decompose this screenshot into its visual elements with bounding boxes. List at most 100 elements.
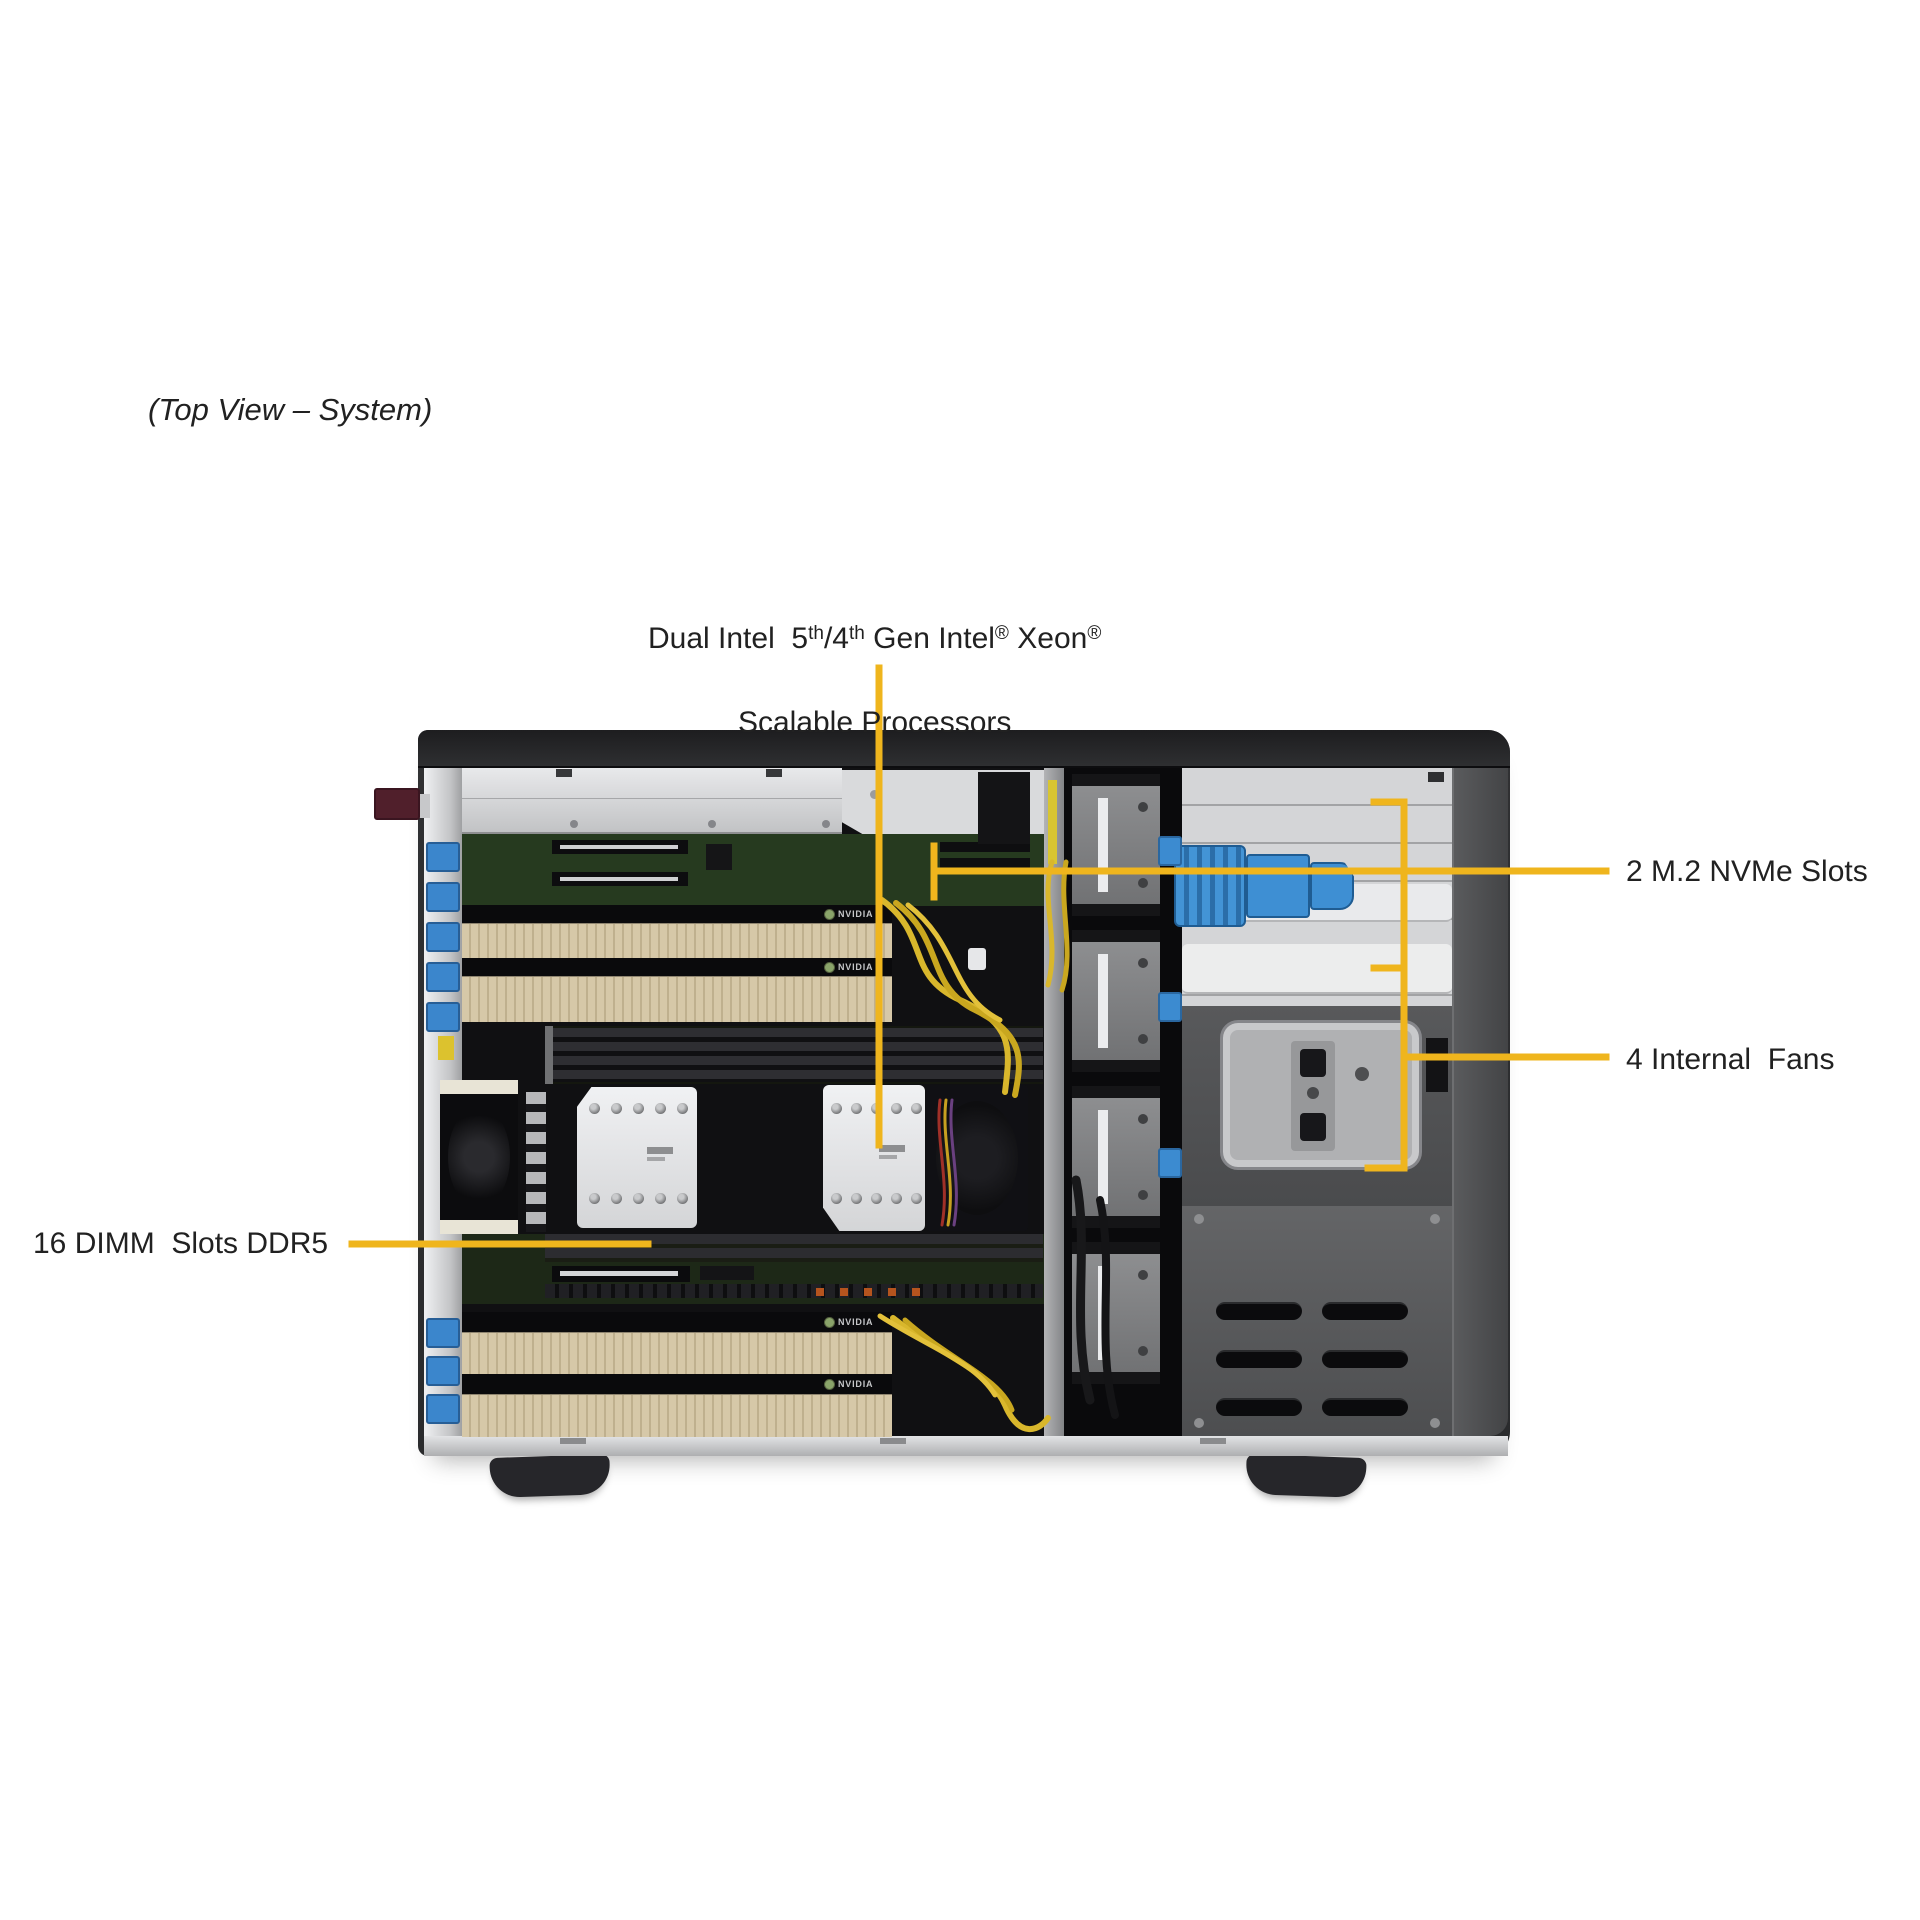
gpu-card-heatsink [462, 923, 892, 959]
nvidia-wordmark: NVIDIA [838, 1317, 874, 1327]
riser-pcb [462, 834, 1044, 906]
power-connectors [816, 1288, 936, 1296]
heatsink-screws [831, 1193, 922, 1204]
chassis-right-wall [1452, 768, 1508, 1436]
backplane-tab [1158, 1148, 1182, 1178]
edge-connector-row [545, 1284, 1043, 1298]
vent-slot [1322, 1302, 1408, 1320]
fan-rotor [448, 1106, 510, 1208]
dimm-bank-bottom [545, 1234, 1043, 1262]
drive-cage-rail [1044, 768, 1064, 1436]
shroud-screw [870, 790, 879, 799]
panel-screw [708, 820, 716, 828]
rim-tab [880, 1438, 906, 1444]
label-processors: Dual Intel 5th/4th Gen Intel® Xeon® Scal… [548, 576, 1168, 786]
cpu-heatsink-left [577, 1087, 697, 1228]
gpu-card-edge [462, 905, 892, 923]
nvidia-eye-icon [824, 1316, 835, 1328]
panel-screw [822, 820, 830, 828]
dimm-clips [545, 1026, 553, 1084]
rail-sticker [1048, 780, 1057, 864]
heatsink-screws [589, 1103, 688, 1114]
drive-tray [1072, 1242, 1160, 1384]
label-processors-line2: Scalable Processors [737, 706, 1012, 739]
rim-tab [1200, 1438, 1226, 1444]
sled-clip [1428, 772, 1444, 782]
heatsink-label [879, 1155, 897, 1159]
bracket-screw [1307, 1087, 1319, 1099]
backplane-tab [1158, 836, 1182, 866]
usb-header [426, 842, 460, 872]
housing-component [1426, 1038, 1448, 1092]
usb-header [426, 1356, 460, 1386]
grille-screw [1194, 1418, 1204, 1428]
nvidia-logo: NVIDIA [824, 1315, 873, 1329]
label-dimm-slots: 16 DIMM Slots DDR5 [33, 1227, 329, 1260]
dimm-slots [545, 1028, 1043, 1082]
drive-tray [1072, 1086, 1160, 1228]
usb-header [426, 1394, 460, 1424]
mount-bracket [1291, 1041, 1335, 1151]
nvidia-eye-icon [824, 1378, 835, 1390]
gpu-card-heatsink [462, 976, 892, 1022]
board-connector [700, 1266, 754, 1280]
vent-slot [1322, 1398, 1408, 1416]
chassis-bottom-rim [424, 1436, 1508, 1456]
nvidia-logo: NVIDIA [824, 960, 873, 974]
backplane-tab [1158, 992, 1182, 1022]
chassis-foot-left [489, 1453, 611, 1499]
panel-clip [556, 769, 572, 777]
internal-fan-front [440, 1080, 518, 1234]
gpu-card-heatsink [462, 1332, 892, 1375]
bracket-slot [1300, 1113, 1326, 1141]
gpu-card-edge [462, 1374, 892, 1394]
pcie-slot-key [560, 845, 678, 849]
heatsink-screws [589, 1193, 688, 1204]
chassis-foot-right [1245, 1453, 1367, 1499]
gpu-card-heatsink [462, 1394, 892, 1437]
grille-screw [1430, 1418, 1440, 1428]
label-m2-nvme-slots: 2 M.2 NVMe Slots [1626, 855, 1868, 888]
header-column [526, 1092, 546, 1232]
pin-header [940, 858, 1030, 868]
shroud-notch [978, 772, 1030, 844]
fan-cap [440, 1080, 518, 1094]
psu-vent-grille [1182, 1206, 1452, 1436]
warning-sticker [438, 1036, 454, 1060]
panel-seam [462, 798, 842, 799]
vent-slot [1216, 1350, 1302, 1368]
sata-adapter-body [1246, 854, 1310, 918]
gpu-card-edge [462, 1312, 892, 1332]
diagram-title: (Top View – System) [148, 392, 433, 427]
usb-header [426, 882, 460, 912]
pcie-slot-key [560, 877, 678, 881]
heatsink-label [647, 1157, 665, 1161]
nvidia-logo: NVIDIA [824, 907, 873, 921]
pcie-slot [552, 840, 688, 854]
heatsink-label [879, 1145, 905, 1152]
fan-rotor [936, 1101, 1018, 1215]
nvidia-wordmark: NVIDIA [838, 1379, 874, 1389]
panel-screw [570, 820, 578, 828]
optical-bay-cover [462, 768, 842, 834]
label-processors-line1: Dual Intel 5th/4th Gen Intel® Xeon® [648, 622, 1102, 655]
nvidia-logo: NVIDIA [824, 1377, 873, 1391]
usb-header [426, 962, 460, 992]
panel-clip [766, 769, 782, 777]
drive-tray [1072, 774, 1160, 916]
cpu-fan-right [926, 1085, 1028, 1231]
fan-housing [1182, 1006, 1452, 1206]
fan-mount-plate [1220, 1020, 1422, 1170]
label-internal-fans: 4 Internal Fans [1626, 1043, 1835, 1076]
usb-header [426, 922, 460, 952]
cpu-heatsink-right [823, 1085, 925, 1231]
gpu-card-edge [462, 958, 892, 976]
nvidia-wordmark: NVIDIA [838, 962, 874, 972]
release-latch [374, 788, 420, 820]
grille-screw [1194, 1214, 1204, 1224]
nvidia-eye-icon [824, 961, 835, 973]
vent-slot [1216, 1302, 1302, 1320]
dimm-bank-top [545, 1026, 1043, 1084]
heatsink-screws [831, 1103, 922, 1114]
nvidia-eye-icon [824, 908, 835, 920]
